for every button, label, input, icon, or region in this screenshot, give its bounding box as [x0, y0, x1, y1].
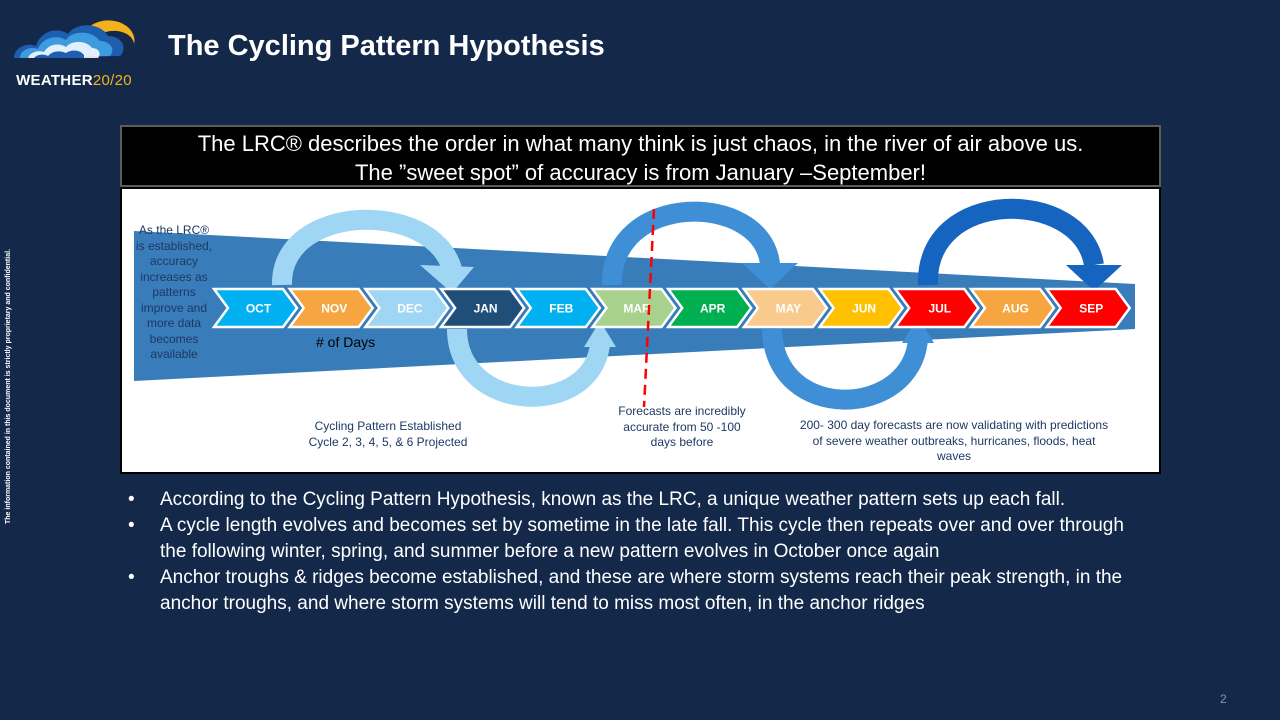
month-chevron-oct: [211, 287, 299, 329]
forecast-accuracy-note: Forecasts are incredibly accurate from 5…: [618, 404, 746, 449]
month-label-nov: NOV: [321, 302, 347, 316]
headline-banner: The LRC® describes the order in what man…: [120, 125, 1161, 187]
cycle-arc-upper-2: [601, 201, 780, 286]
cycle-arc-lower-1-head: [584, 321, 616, 347]
cycle-arc-lower-2-head: [902, 317, 934, 343]
cycle-diagram-graphic: OCT NOV DEC JAN FEB MAR APR MAY JUN JUL AUG SEP # o…: [134, 198, 1135, 410]
month-chevron-sep: [1044, 287, 1132, 329]
cycle-arc-lower-1: [447, 328, 610, 407]
bullet-item: Anchor troughs & ridges become establish…: [128, 565, 1148, 617]
weather-cloud-sun-icon: [14, 20, 135, 58]
month-label-feb: FEB: [549, 302, 573, 316]
month-chevron-apr: [665, 287, 753, 329]
month-chevron-mar: [590, 287, 678, 329]
month-chevron-jul: [892, 287, 980, 329]
month-label-sep: SEP: [1079, 302, 1103, 316]
month-label-apr: APR: [700, 302, 726, 316]
month-label-dec: DEC: [397, 302, 423, 316]
month-chevron-aug: [968, 287, 1056, 329]
logo-wordmark: WEATHER20/20: [16, 72, 132, 89]
month-label-mar: MAR: [623, 302, 651, 316]
days-label: # of Days: [316, 334, 375, 350]
month-chevron-jan: [438, 287, 526, 329]
cycle-arc-lower-2: [762, 328, 928, 410]
month-label-jul: JUL: [928, 302, 951, 316]
month-label-jun: JUN: [852, 302, 876, 316]
bullet-item: According to the Cycling Pattern Hypothe…: [128, 487, 1148, 513]
banner-line-1: The LRC® describes the order in what man…: [197, 131, 1084, 156]
cycle-arc-upper-1: [271, 209, 462, 286]
month-chevron-feb: [514, 287, 602, 329]
bullet-list: According to the Cycling Pattern Hypothe…: [128, 487, 1148, 617]
month-chevron-dec: [362, 287, 450, 329]
cycle-arc-upper-3: [917, 198, 1104, 286]
month-label-may: MAY: [776, 302, 802, 316]
month-label-aug: AUG: [1002, 302, 1029, 316]
month-label-jan: JAN: [474, 302, 498, 316]
accuracy-divider-line: [642, 208, 656, 408]
cycle-arc-upper-3-head: [1066, 265, 1122, 291]
month-chevron-nov: [287, 287, 375, 329]
lrc-cycle-diagram: OCT NOV DEC JAN FEB MAR APR MAY JUN JUL AUG SEP # o…: [120, 187, 1161, 474]
page-number: 2: [1220, 692, 1227, 706]
bullet-item: A cycle length evolves and becomes set b…: [128, 513, 1148, 565]
month-chevron-may: [741, 287, 829, 329]
month-chevron-jun: [817, 287, 905, 329]
cycle-arc-upper-1-head: [420, 265, 474, 293]
weather2020-logo: WEATHER20/20: [4, 14, 144, 92]
left-accuracy-note: As the LRC® is established, accuracy inc…: [135, 223, 213, 361]
month-label-oct: OCT: [246, 302, 272, 316]
confidentiality-note: The information contained in this docume…: [5, 249, 12, 524]
cycle-arc-upper-2-head: [742, 263, 798, 289]
banner-line-2: The ”sweet spot” of accuracy is from Jan…: [354, 160, 926, 185]
validation-note: 200- 300 day forecasts are now validatin…: [799, 418, 1109, 463]
page-title: The Cycling Pattern Hypothesis: [168, 30, 605, 62]
cycle-established-note: Cycling Pattern Established Cycle 2, 3, …: [308, 419, 468, 449]
